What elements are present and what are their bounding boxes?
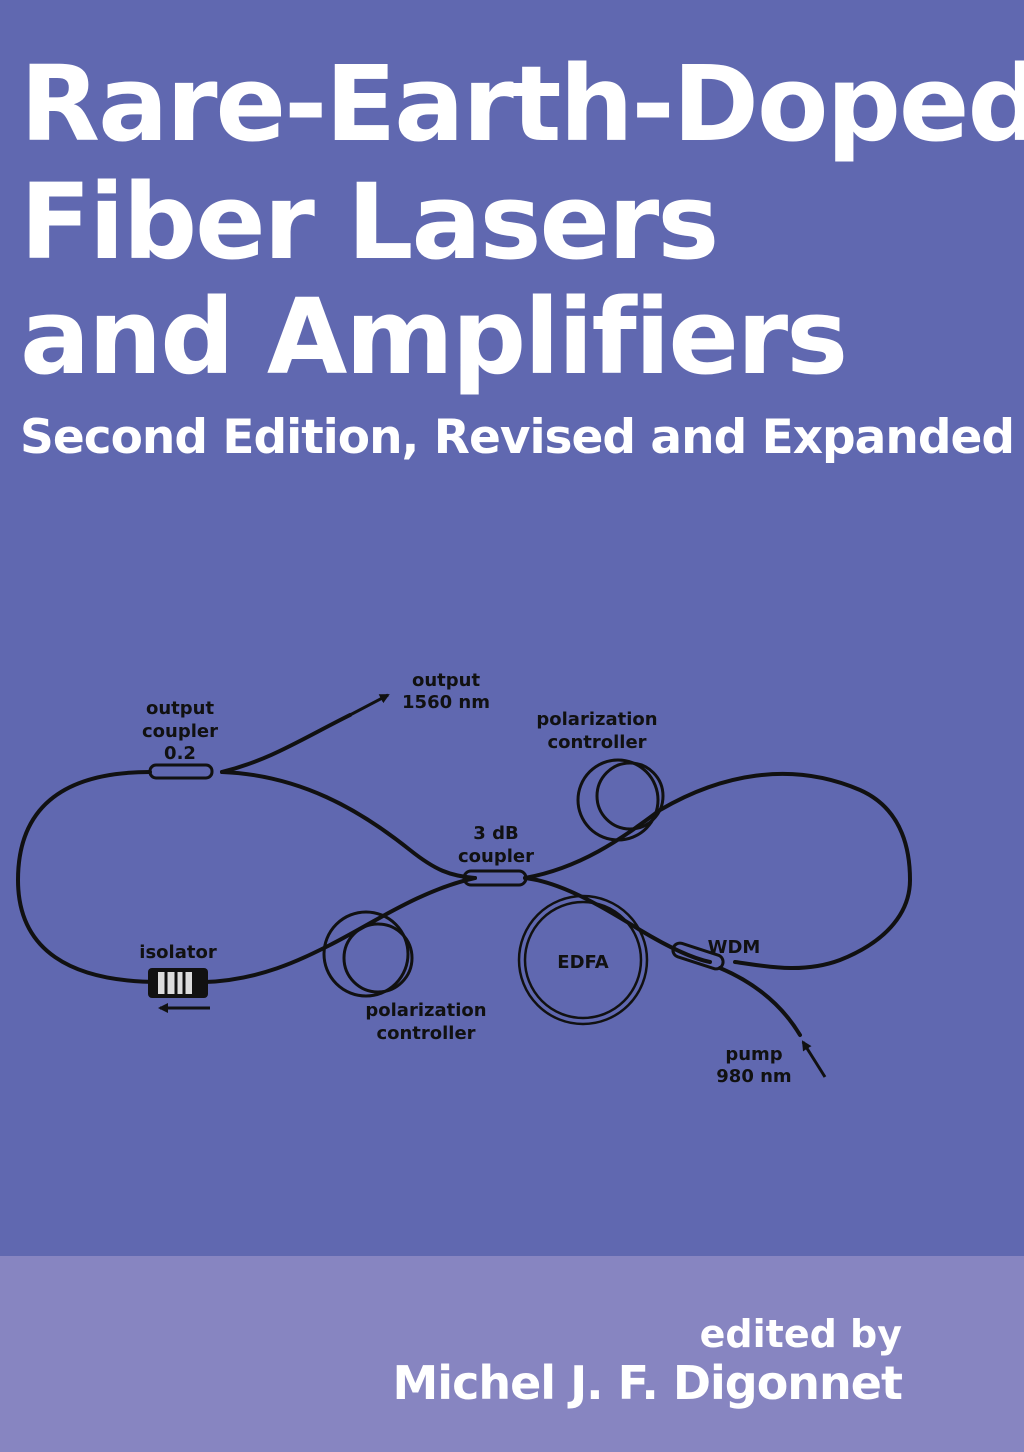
label-pol-bottom-1: polarization xyxy=(365,1000,486,1021)
edfa-coil-icon xyxy=(517,894,649,1026)
pump-arrow xyxy=(801,1040,827,1078)
fiber-lower-right-from-coupler xyxy=(523,876,712,964)
label-pol-bottom-2: controller xyxy=(376,1023,475,1044)
label-output-1: output xyxy=(412,670,480,691)
fiber-upper-left-to-coupler xyxy=(220,770,477,880)
label-isolator: isolator xyxy=(139,942,217,963)
label-output-coupler-2: coupler xyxy=(142,721,218,742)
label-pump-2: 980 nm xyxy=(716,1066,791,1087)
title-line-3: and Amplifiers xyxy=(20,276,848,398)
subtitle: Second Edition, Revised and Expanded xyxy=(20,410,1015,465)
title-line-1: Rare-Earth-Doped xyxy=(20,43,1024,165)
fiber-output-branch xyxy=(220,713,352,774)
polarization-controller-top-icon xyxy=(576,758,665,842)
polarization-controller-bottom-icon xyxy=(322,910,414,998)
isolator-icon xyxy=(148,968,210,1013)
label-output-coupler-3: 0.2 xyxy=(164,743,196,764)
fiber-left-loop-upper xyxy=(15,770,162,984)
label-wdm: WDM xyxy=(708,937,761,958)
label-coupler-3db-1: 3 dB xyxy=(473,823,518,844)
fiber-upper-right xyxy=(523,772,913,970)
title-line-2: Fiber Lasers xyxy=(20,161,719,283)
label-pol-top-1: polarization xyxy=(536,709,657,730)
editor-name: Michel J. F. Digonnet xyxy=(392,1356,903,1410)
edited-by-label: edited by xyxy=(699,1312,902,1356)
output-arrow xyxy=(349,693,390,717)
output-coupler-component xyxy=(148,763,214,780)
label-output-2: 1560 nm xyxy=(402,692,490,713)
bottom-band xyxy=(0,1256,1024,1452)
label-output-coupler-1: output xyxy=(146,698,214,719)
wdm-component xyxy=(671,941,725,971)
fiber-laser-diagram: output coupler 0.2 output 1560 nm polari… xyxy=(15,670,913,1087)
coupler-3db-component xyxy=(462,869,528,887)
label-pump-1: pump xyxy=(725,1044,782,1065)
fiber-pump-lead xyxy=(718,966,802,1037)
label-pol-top-2: controller xyxy=(547,732,646,753)
label-coupler-3db-2: coupler xyxy=(458,846,534,867)
fiber-lower-left-to-coupler xyxy=(203,876,477,984)
label-edfa: EDFA xyxy=(557,952,608,973)
